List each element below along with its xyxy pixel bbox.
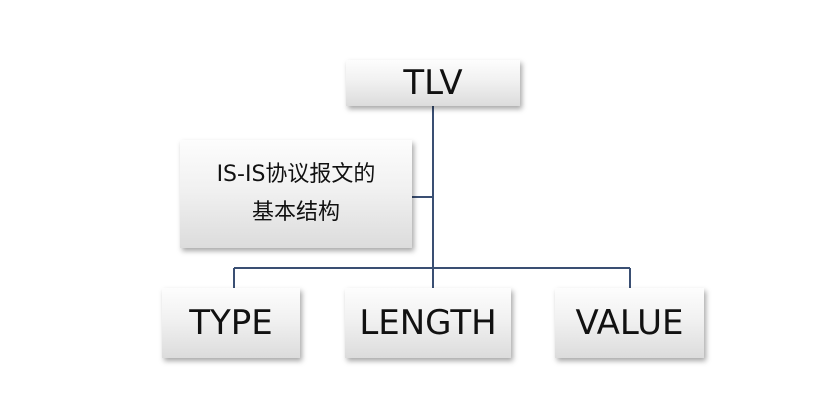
value-label: VALUE <box>575 303 684 343</box>
tlv-root-box: TLV <box>346 60 520 106</box>
tlv-root-label: TLV <box>403 63 463 103</box>
type-label: TYPE <box>189 303 273 343</box>
type-box: TYPE <box>162 288 300 358</box>
value-box: VALUE <box>555 288 704 358</box>
note-line-1: IS-IS协议报文的 <box>216 162 376 187</box>
length-label: LENGTH <box>359 303 497 343</box>
note-line-2: 基本结构 <box>251 200 340 225</box>
length-box: LENGTH <box>345 288 511 358</box>
structure-note-box: IS-IS协议报文的 基本结构 <box>180 140 412 248</box>
